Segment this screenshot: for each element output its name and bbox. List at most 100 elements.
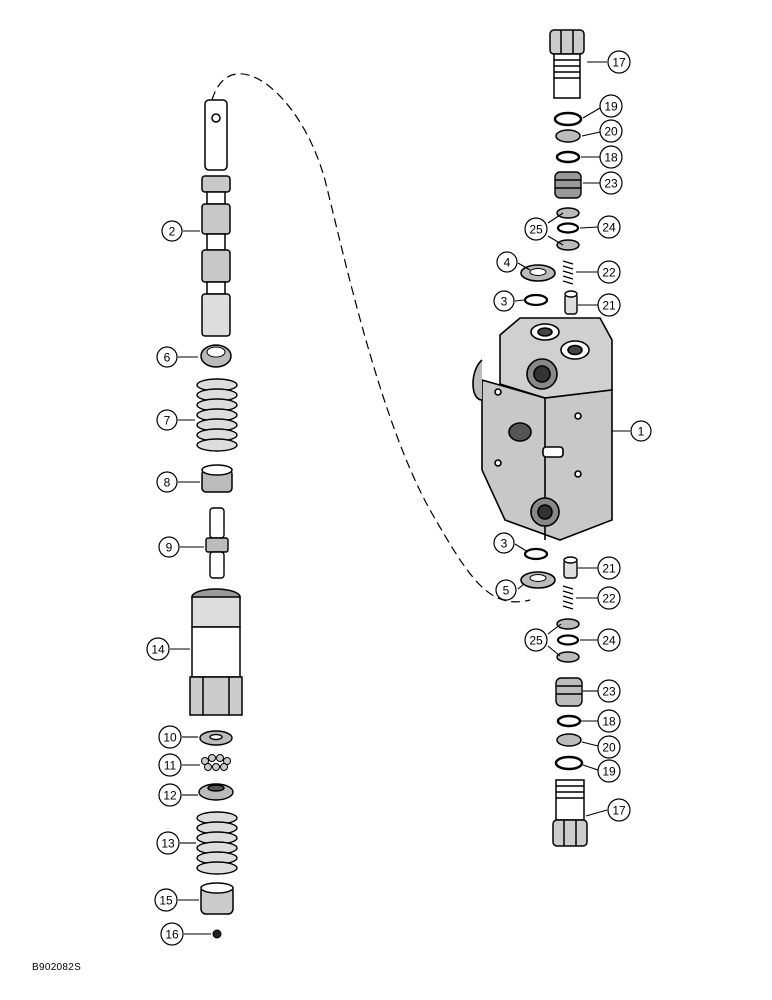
spool-neck-1	[206, 191, 226, 205]
part-24-bottom-oring	[556, 634, 580, 646]
spool-clevis-hole	[211, 113, 221, 123]
callout-label: 8	[164, 476, 171, 490]
part-18-top-oring	[555, 150, 581, 164]
callout-22-top: 22	[597, 260, 621, 284]
callout-label: 19	[602, 765, 616, 779]
callout-25-top: 25	[524, 217, 548, 241]
part-5-seal-bore	[529, 574, 547, 582]
callout-16: 16	[160, 922, 184, 946]
callout-label: 10	[163, 731, 177, 745]
callout-label: 18	[602, 715, 616, 729]
part-9-stud	[205, 507, 229, 579]
part-18-bottom-oring	[556, 714, 582, 728]
callout-label: 24	[602, 634, 616, 648]
part-22-bottom-spring	[562, 585, 574, 610]
part-16-ball	[212, 929, 222, 939]
part-24-top-oring	[556, 222, 580, 234]
callout-label: 5	[503, 584, 510, 598]
callout-4: 4	[496, 251, 518, 273]
callout-7: 7	[156, 409, 178, 431]
callout-20-bottom: 20	[597, 735, 621, 759]
callout-15: 15	[154, 888, 178, 912]
callout-label: 23	[604, 177, 618, 191]
callout-6: 6	[156, 346, 178, 368]
callouts: 2 6 7 8 9 14 10 11 12 13 15 16 17 19 20 …	[146, 50, 652, 946]
callout-label: 18	[604, 151, 618, 165]
callout-label: 20	[602, 741, 616, 755]
callout-20-top: 20	[599, 119, 623, 143]
part-3-bottom-oring	[523, 547, 549, 561]
part-20-top-backup	[555, 129, 581, 143]
callout-label: 21	[602, 562, 616, 576]
part-17-top-plug	[549, 29, 585, 99]
callout-22-bottom: 22	[597, 586, 621, 610]
leader-lines	[170, 61, 630, 935]
spool-land-2	[201, 203, 231, 235]
spool-neck-2	[206, 233, 226, 251]
callout-12: 12	[158, 783, 182, 807]
callout-label: 16	[165, 928, 179, 942]
part-21-bottom-check	[563, 556, 578, 579]
dashed-assembly-line	[211, 73, 531, 603]
callout-25-bottom: 25	[524, 628, 548, 652]
part-14-spring-cap	[189, 588, 243, 716]
callout-label: 17	[612, 804, 626, 818]
callout-label: 24	[602, 221, 616, 235]
part-4-seal-bore	[529, 268, 547, 276]
part-7-spring	[196, 378, 238, 452]
part-8-retainer	[201, 464, 233, 493]
callout-13: 13	[156, 831, 180, 855]
part-25-top-seal-b	[556, 239, 580, 251]
callout-label: 9	[166, 541, 173, 555]
part-23-top-poppet	[554, 171, 582, 199]
callout-3-bottom: 3	[493, 532, 515, 554]
callout-label: 7	[164, 414, 171, 428]
part-17-bottom-plug	[552, 779, 588, 847]
callout-label: 1	[638, 425, 645, 439]
spool-land-1	[201, 175, 231, 193]
spool-assembly	[201, 99, 231, 337]
callout-24-bottom: 24	[597, 628, 621, 652]
callout-label: 22	[602, 266, 616, 280]
callout-label: 19	[604, 100, 618, 114]
callout-3-top: 3	[493, 290, 515, 312]
part-10-washer	[199, 730, 233, 746]
callout-label: 22	[602, 592, 616, 606]
part-13-spring	[196, 811, 238, 875]
callout-label: 13	[161, 837, 175, 851]
part-25-bottom-seal-b	[556, 651, 580, 663]
callout-14: 14	[146, 637, 170, 661]
callout-label: 25	[529, 634, 543, 648]
callout-label: 12	[163, 789, 177, 803]
callout-23-top: 23	[599, 171, 623, 195]
callout-label: 23	[602, 685, 616, 699]
callout-18-top: 18	[599, 145, 623, 169]
callout-11: 11	[158, 753, 182, 777]
callout-label: 3	[501, 295, 508, 309]
part-21-top-check	[564, 290, 578, 315]
callout-label: 2	[169, 225, 176, 239]
spool-land-4	[201, 293, 231, 337]
part-19-top-oring	[553, 111, 583, 127]
part-15-plug	[200, 882, 234, 915]
callout-label: 11	[164, 759, 177, 773]
part-25-top-seal-a	[556, 207, 580, 219]
callout-label: 3	[501, 537, 508, 551]
callout-8: 8	[156, 471, 178, 493]
callout-1: 1	[630, 420, 652, 442]
part-25-bottom-seal-a	[556, 618, 580, 630]
part-3-top-oring	[523, 293, 549, 307]
spool-land-3	[201, 249, 231, 283]
callout-5: 5	[495, 579, 517, 601]
callout-2: 2	[161, 220, 183, 242]
callout-18-bottom: 18	[597, 709, 621, 733]
callout-label: 20	[604, 125, 618, 139]
part-11-balls	[201, 754, 231, 771]
callout-label: 25	[529, 223, 543, 237]
callout-17-top: 17	[607, 50, 631, 74]
part-1-valve-body	[472, 317, 613, 541]
callout-23-bottom: 23	[597, 679, 621, 703]
callout-9: 9	[158, 536, 180, 558]
callout-21-bottom: 21	[597, 556, 621, 580]
